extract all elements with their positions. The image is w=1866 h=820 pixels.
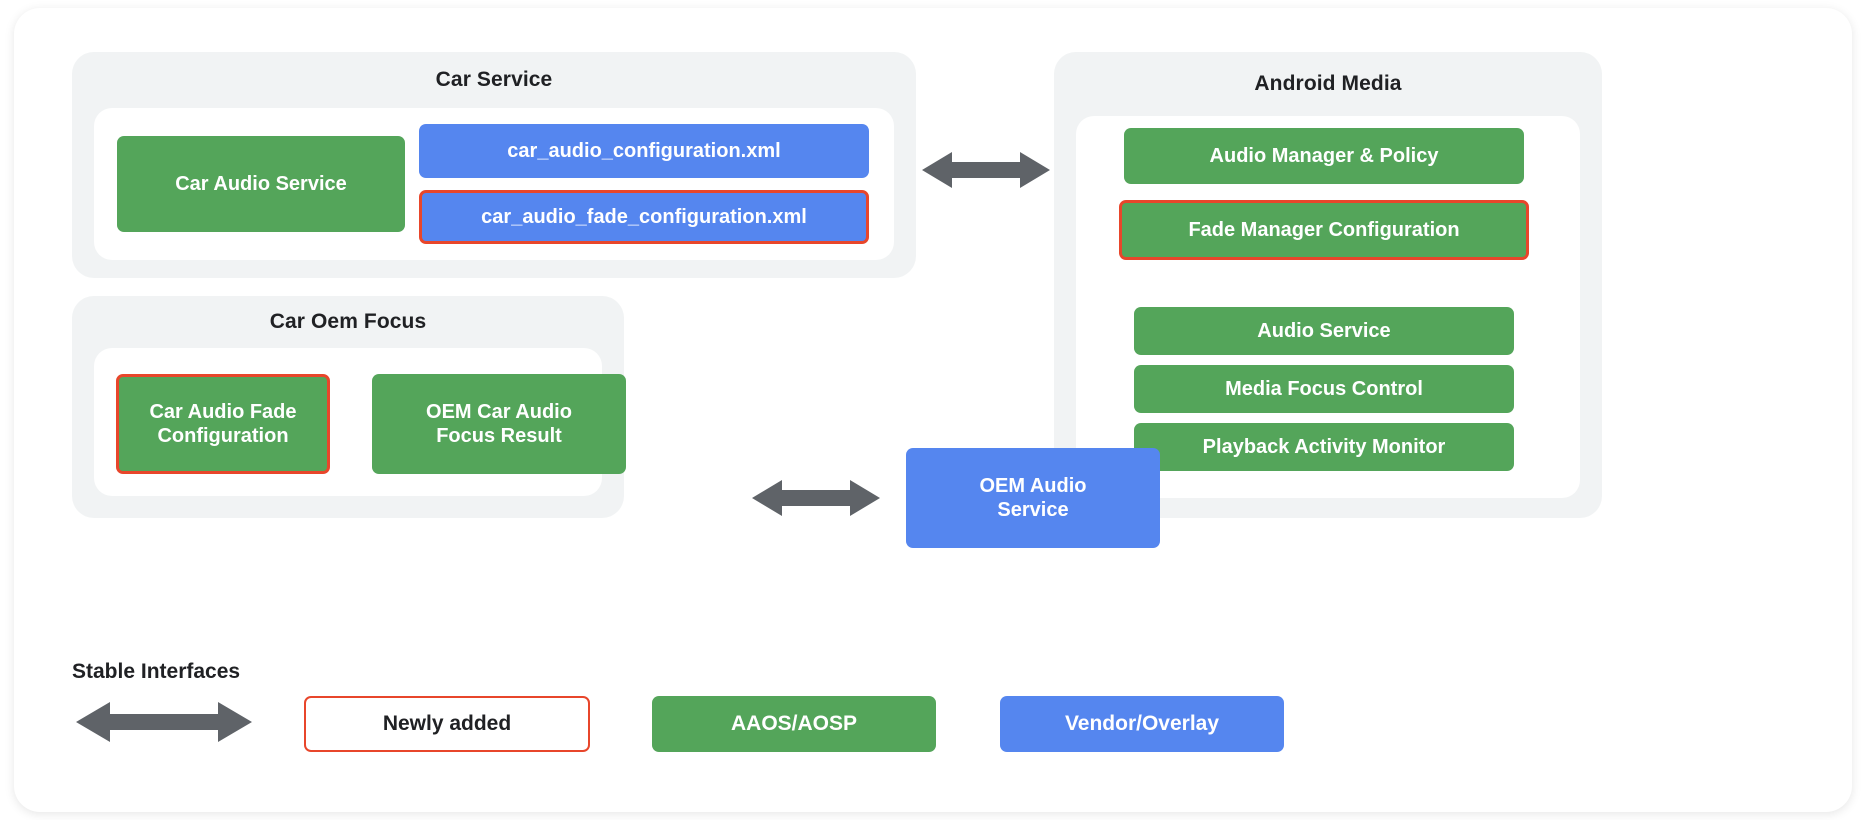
connector-car-service-to-android-media (922, 152, 1050, 188)
box-playback-activity-monitor[interactable]: Playback Activity Monitor (1134, 423, 1514, 471)
box-media-focus-control[interactable]: Media Focus Control (1134, 365, 1514, 413)
box-audio-service[interactable]: Audio Service (1134, 307, 1514, 355)
group-android-media: Android Media Audio Manager & Policy Fad… (1054, 52, 1602, 518)
legend-item-newly-added[interactable]: Newly added (304, 696, 590, 752)
connector-car-oem-focus-to-oem-audio-service (752, 480, 880, 516)
legend-item-vendor-overlay[interactable]: Vendor/Overlay (1000, 696, 1284, 752)
legend-item-aaos-aosp[interactable]: AAOS/AOSP (652, 696, 936, 752)
box-car-audio-service[interactable]: Car Audio Service (117, 136, 405, 232)
box-oem-car-audio-focus-result[interactable]: OEM Car Audio Focus Result (372, 374, 626, 474)
box-audio-manager-policy[interactable]: Audio Manager & Policy (1124, 128, 1524, 184)
legend-double-arrow-icon (76, 702, 252, 742)
legend-title: Stable Interfaces (72, 660, 241, 683)
group-car-service: Car Service Car Audio Service car_audio_… (72, 52, 916, 278)
box-car-audio-fade-configuration-xml[interactable]: car_audio_fade_configuration.xml (419, 190, 869, 244)
group-title-android-media: Android Media (1254, 72, 1402, 95)
diagram-canvas: Car Service Car Audio Service car_audio_… (14, 8, 1852, 812)
box-fade-manager-configuration[interactable]: Fade Manager Configuration (1119, 200, 1529, 260)
box-car-audio-configuration-xml[interactable]: car_audio_configuration.xml (419, 124, 869, 178)
group-title-car-service: Car Service (435, 68, 553, 91)
box-car-audio-fade-configuration[interactable]: Car Audio Fade Configuration (116, 374, 330, 474)
group-title-car-oem-focus: Car Oem Focus (269, 310, 427, 333)
box-oem-audio-service[interactable]: OEM Audio Service (906, 448, 1160, 548)
group-car-oem-focus: Car Oem Focus Car Audio Fade Configurati… (72, 296, 626, 518)
